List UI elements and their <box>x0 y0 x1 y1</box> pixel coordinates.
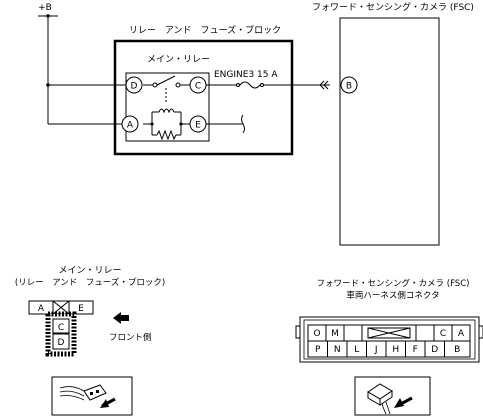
connector-pin-label: O <box>313 329 320 339</box>
switch-contact-right <box>175 82 181 88</box>
relay-pin-d <box>52 333 70 350</box>
relay-pin-a-label: A <box>38 304 45 314</box>
connector-pin-label: M <box>331 329 339 339</box>
connector-latch-left <box>295 325 301 339</box>
relay-resistor <box>156 129 177 141</box>
terminal-c-label: C <box>195 82 201 92</box>
connector-pin-label: B <box>454 345 460 355</box>
connector-latch-right <box>478 325 483 339</box>
connector-pin-label: F <box>413 345 418 355</box>
camera-box <box>339 17 440 246</box>
fuse-label: ENGINE3 15 A <box>214 70 278 80</box>
camera-title: フォワード・センシング・カメラ (FSC) <box>312 1 474 13</box>
connector-mark-icon <box>319 80 329 90</box>
connector-pin-empty <box>415 324 435 342</box>
connector-pin-label: C <box>440 329 446 339</box>
connector-pin-label: J <box>374 345 378 355</box>
main-relay-label: メイン・リレー <box>147 55 210 65</box>
relay-view-title: メイン・リレー <box>58 266 121 276</box>
connector-pin-label: N <box>334 345 341 355</box>
relay-block-box <box>113 39 294 156</box>
relay-pin-d-label: D <box>58 338 65 348</box>
connector-pin-label: D <box>431 345 438 355</box>
connector-pin <box>444 340 471 358</box>
front-arrow-icon <box>113 312 121 324</box>
relay-pin-e <box>68 300 94 315</box>
terminal-a-label: A <box>127 121 134 131</box>
relay-block-title: リレー アンド フューズ・ブロック <box>129 24 281 36</box>
terminal-a <box>121 115 139 133</box>
connector-view-subtitle: 車両ハーネス側コネクタ <box>346 290 439 301</box>
relay-pin-c-label: C <box>58 323 64 333</box>
front-side-label: フロント側 <box>109 332 152 343</box>
connector-outline <box>299 316 480 363</box>
relay-coil <box>158 108 175 114</box>
connector-top-row: O M C A <box>307 324 471 342</box>
terminal-b <box>340 76 358 94</box>
relay-plug-illustration <box>51 376 133 416</box>
wire-continuation-mark <box>241 114 245 134</box>
relay-pin-e-label: E <box>78 304 84 314</box>
power-label: +B <box>38 3 52 13</box>
connector-bottom-row: P N L J H F D B <box>307 340 471 358</box>
switch-contact-left <box>152 82 158 88</box>
fuse-symbol <box>239 81 261 89</box>
connector-pin-label: A <box>458 329 465 339</box>
main-relay-box <box>125 72 210 142</box>
connector-view-title: フォワード・センシング・カメラ (FSC) <box>317 278 470 289</box>
terminal-d <box>125 76 143 94</box>
connector-pin-empty <box>343 324 363 342</box>
terminal-d-label: D <box>131 82 138 92</box>
connector-pin-label: P <box>315 345 321 355</box>
connector-pin-label: H <box>392 345 399 355</box>
connector-pin-label: L <box>354 345 359 355</box>
terminal-b-label: B <box>346 82 352 92</box>
terminal-e-label: E <box>195 121 201 131</box>
camera-plug-illustration <box>354 376 431 416</box>
relay-switch-arm <box>156 75 176 86</box>
relay-pin-c <box>52 318 70 334</box>
relay-view-subtitle: (リレー アンド フューズ・ブロック) <box>15 277 165 288</box>
